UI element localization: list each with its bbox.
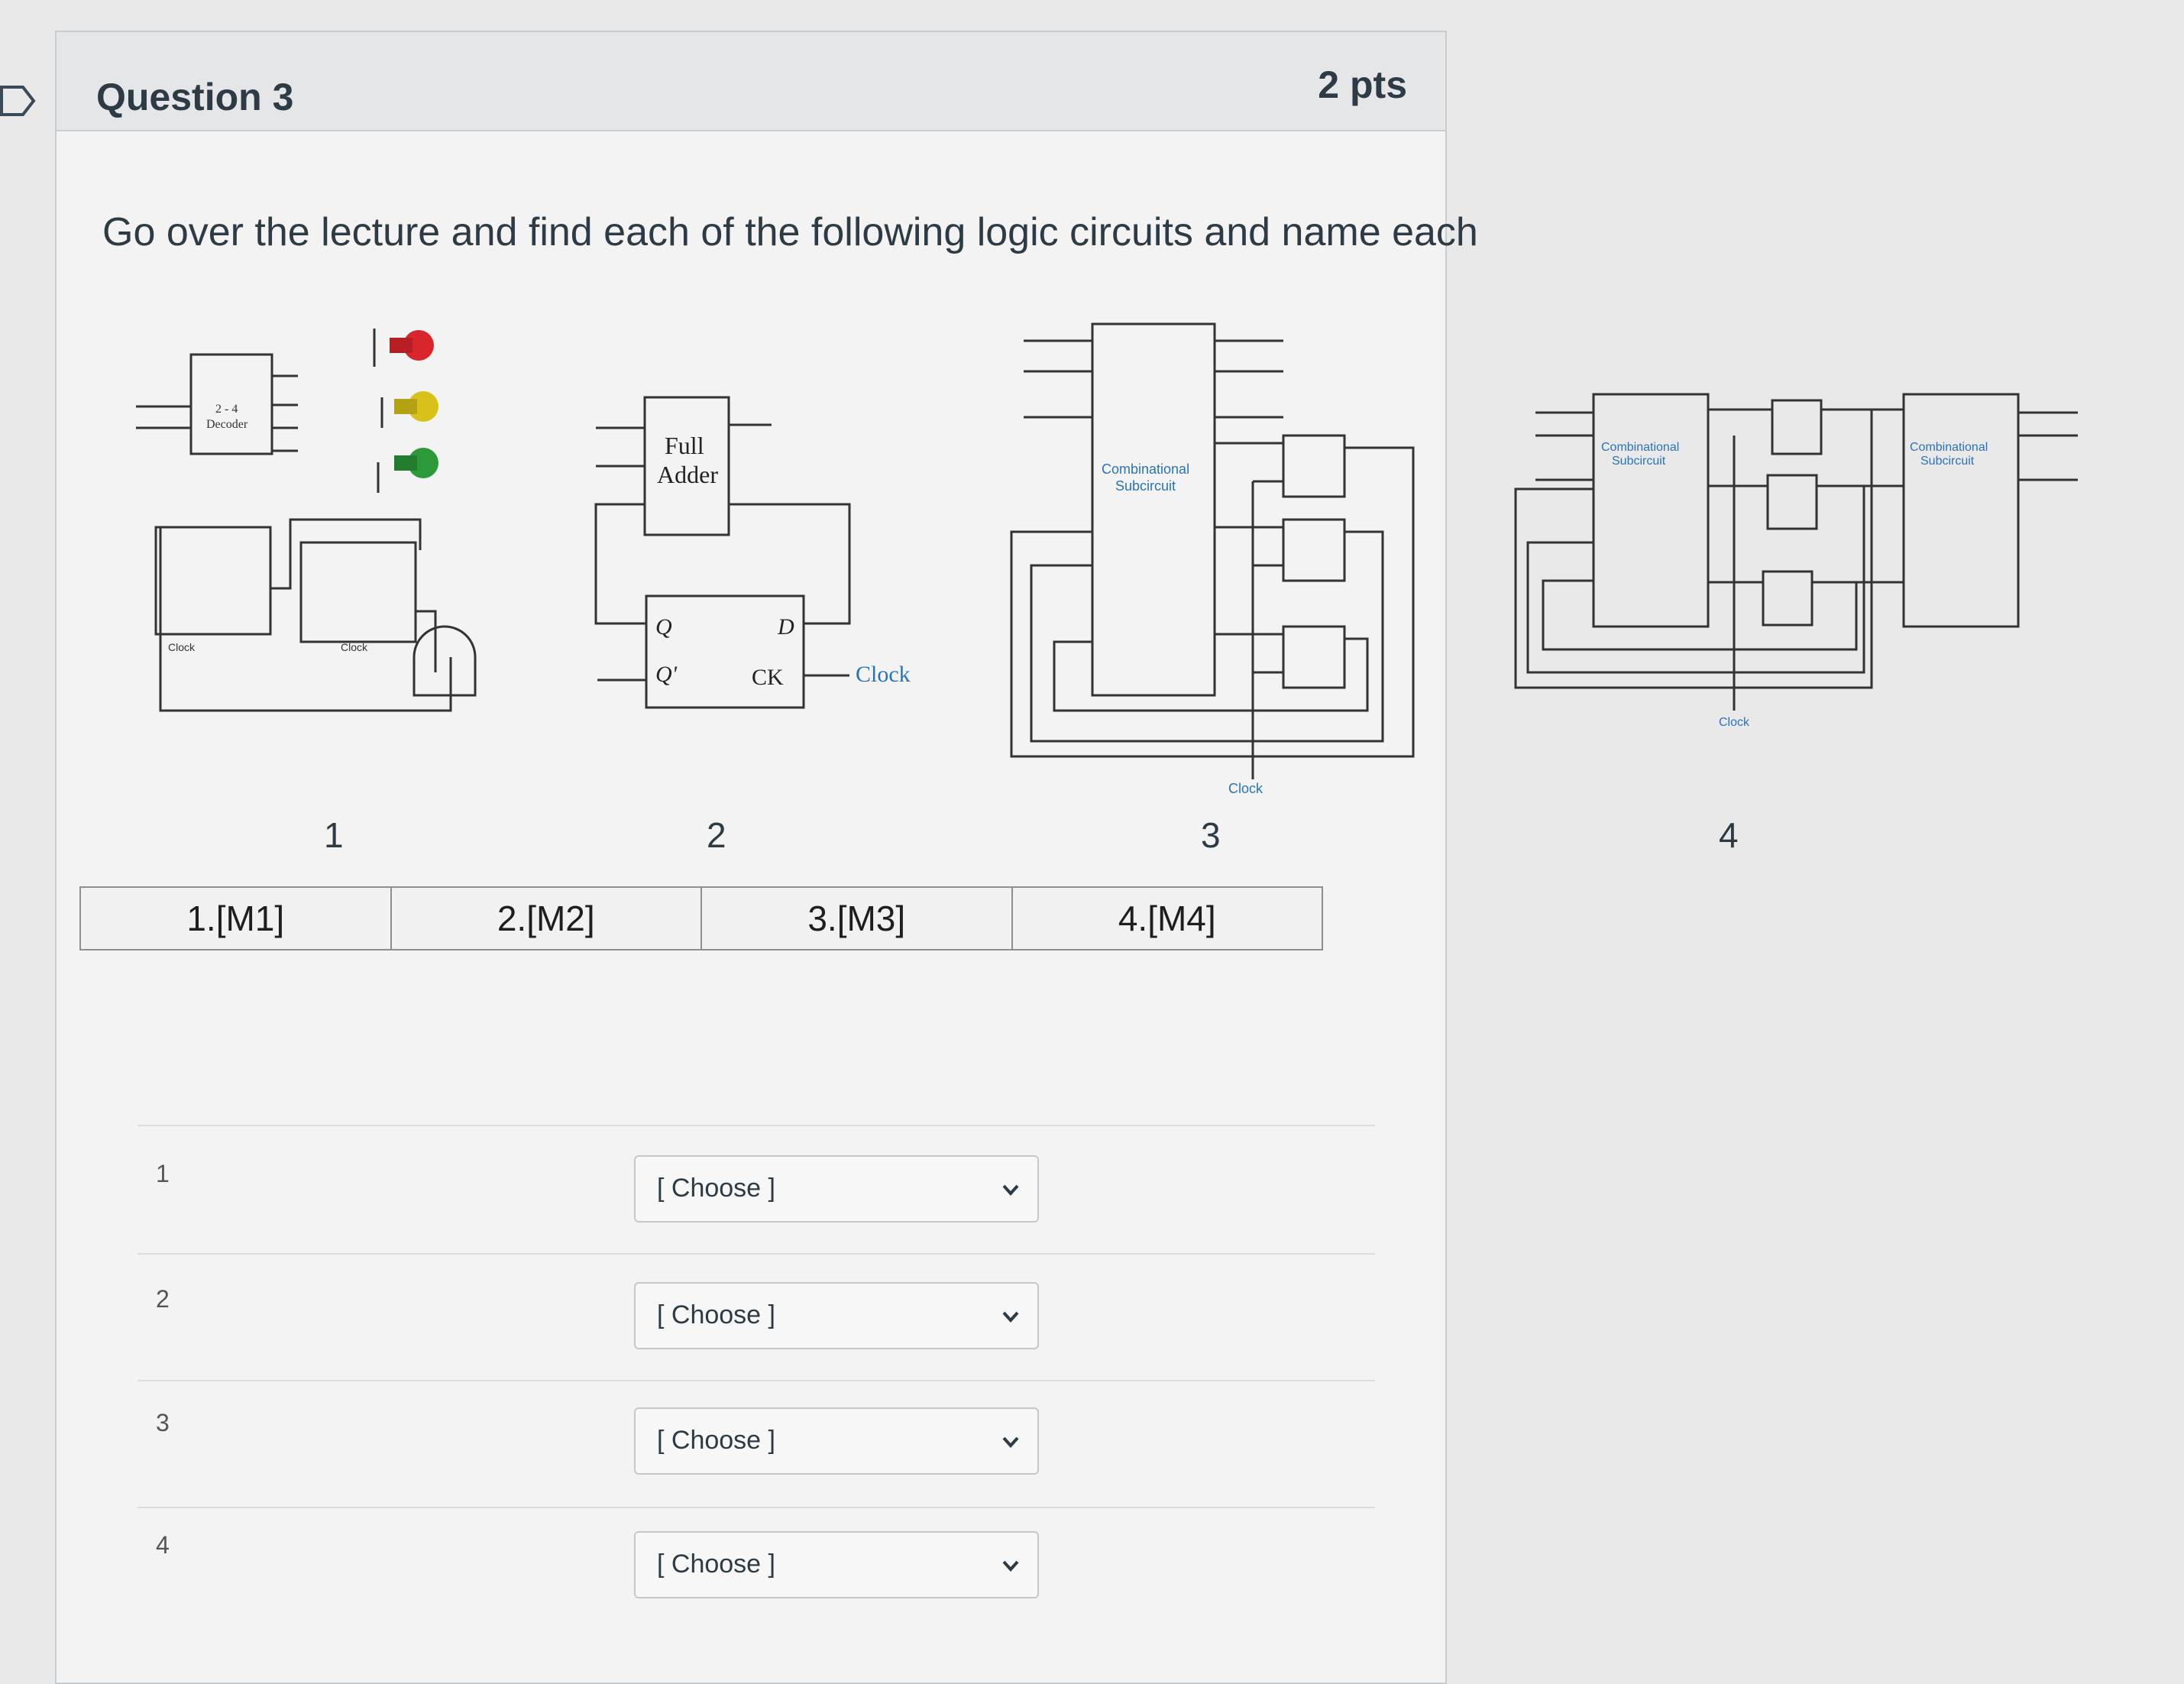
chevron-down-icon (1002, 1184, 1019, 1196)
svg-text:Q': Q' (655, 662, 678, 687)
svg-text:D: D (777, 614, 794, 640)
figure-2-diagram: Full Adder Q Q' D CK Clock (594, 396, 911, 709)
svg-text:Adder: Adder (657, 461, 718, 488)
row-divider (138, 1507, 1375, 1508)
chevron-down-icon (1002, 1560, 1019, 1572)
answer-select-3-value: [ Choose ] (657, 1426, 775, 1455)
svg-text:Clock: Clock (1228, 781, 1263, 796)
question-title: Question 3 (96, 76, 294, 118)
svg-text:Combinational: Combinational (1102, 461, 1189, 477)
svg-text:Clock: Clock (341, 641, 368, 653)
figure-4-diagram: Combinational Subcircuit Combinational S… (1514, 393, 2078, 729)
figure-2-circuit: Full Adder Q Q' D CK Clock (565, 382, 924, 718)
svg-text:Full: Full (665, 432, 704, 459)
question-header: Question 3 2 pts (57, 32, 1445, 131)
match-cell-4: 4.[M4] (1118, 899, 1216, 938)
figure-3-circuit: Combinational Subcircuit Clock (1008, 313, 1421, 802)
figure-3-number: 3 (1201, 815, 1221, 855)
match-cell-1: 1.[M1] (81, 888, 392, 949)
answer-label-2: 2 (156, 1285, 170, 1313)
answer-select-4-value: [ Choose ] (657, 1550, 775, 1579)
answer-label-3: 3 (156, 1409, 170, 1436)
svg-text:CK: CK (752, 665, 784, 690)
svg-text:Subcircuit: Subcircuit (1115, 478, 1176, 494)
answer-select-1-value: [ Choose ] (657, 1174, 775, 1203)
figure-1-diagram: 2 - 4 Decoder Clock Clock (136, 329, 477, 712)
figure-1-number: 1 (324, 815, 344, 855)
figure-4-number: 4 (1719, 815, 1739, 855)
answer-select-2[interactable]: [ Choose ] (634, 1282, 1039, 1349)
figure-4-circuit: Combinational Subcircuit Combinational S… (1513, 382, 2093, 734)
answer-select-4[interactable]: [ Choose ] (634, 1531, 1039, 1598)
svg-text:Clock: Clock (1719, 716, 1750, 729)
figure-3-diagram: Combinational Subcircuit Clock (1010, 322, 1415, 796)
answer-label-4: 4 (156, 1531, 170, 1559)
chevron-down-icon (1002, 1436, 1019, 1448)
answer-select-2-value: [ Choose ] (657, 1300, 775, 1329)
figure-2-number: 2 (707, 815, 726, 855)
row-divider (138, 1253, 1375, 1255)
bookmark-flag-icon[interactable] (0, 86, 37, 116)
answer-select-3[interactable]: [ Choose ] (634, 1407, 1039, 1475)
svg-text:Q: Q (655, 614, 672, 640)
svg-text:Subcircuit: Subcircuit (1920, 455, 1975, 468)
decoder-label: 2 - 4 (215, 403, 238, 416)
svg-text:Subcircuit: Subcircuit (1612, 455, 1666, 468)
svg-text:Clock: Clock (168, 641, 196, 653)
row-divider (138, 1125, 1375, 1126)
match-cell-2: 2.[M2] (392, 888, 702, 949)
svg-text:Clock: Clock (856, 662, 911, 687)
row-divider (138, 1380, 1375, 1381)
figure-1-circuit: 2 - 4 Decoder Clock Clock (130, 321, 481, 749)
svg-text:Decoder: Decoder (206, 418, 248, 431)
chevron-down-icon (1002, 1311, 1019, 1323)
match-cell-3: 3.[M3] (702, 888, 1013, 949)
question-points: 2 pts (1318, 63, 1407, 106)
match-table: 1.[M1] 2.[M2] 3.[M3] 4.[M4] (79, 886, 1323, 950)
svg-text:Combinational: Combinational (1910, 441, 1988, 454)
question-prompt: Go over the lecture and find each of the… (102, 210, 1478, 254)
answer-label-1: 1 (156, 1160, 170, 1187)
svg-text:Combinational: Combinational (1601, 441, 1679, 454)
answer-select-1[interactable]: [ Choose ] (634, 1155, 1039, 1223)
